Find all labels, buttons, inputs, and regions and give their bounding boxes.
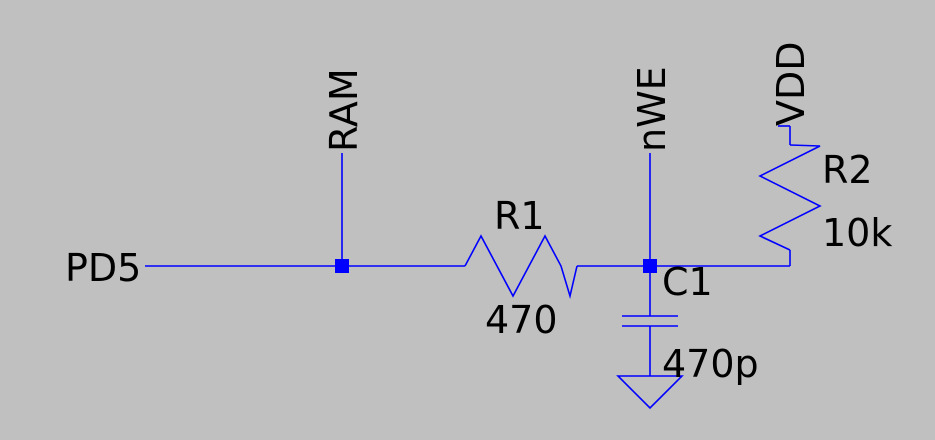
net-label-ram[interactable]: RAM — [322, 68, 366, 152]
net-label-vdd[interactable]: VDD — [769, 41, 813, 126]
component-ref-r1[interactable]: R1 — [494, 194, 545, 238]
component-value-r1[interactable]: 470 — [485, 298, 558, 342]
net-label-nwe[interactable]: nWE — [630, 66, 674, 152]
component-value-r2[interactable]: 10k — [822, 211, 892, 255]
resistor-icon[interactable] — [758, 144, 822, 251]
junction-dot-ram[interactable] — [335, 259, 349, 273]
wires — [145, 125, 791, 376]
capacitor-icon[interactable] — [622, 315, 678, 327]
ground-icon[interactable] — [616, 375, 684, 410]
junction-dot-nwe[interactable] — [643, 259, 657, 273]
resistor-icon[interactable] — [464, 234, 578, 300]
net-label-pd5[interactable]: PD5 — [65, 246, 141, 290]
component-ref-r2[interactable]: R2 — [822, 148, 873, 192]
component-value-c1[interactable]: 470p — [662, 342, 759, 386]
component-ref-c1[interactable]: C1 — [662, 260, 713, 304]
